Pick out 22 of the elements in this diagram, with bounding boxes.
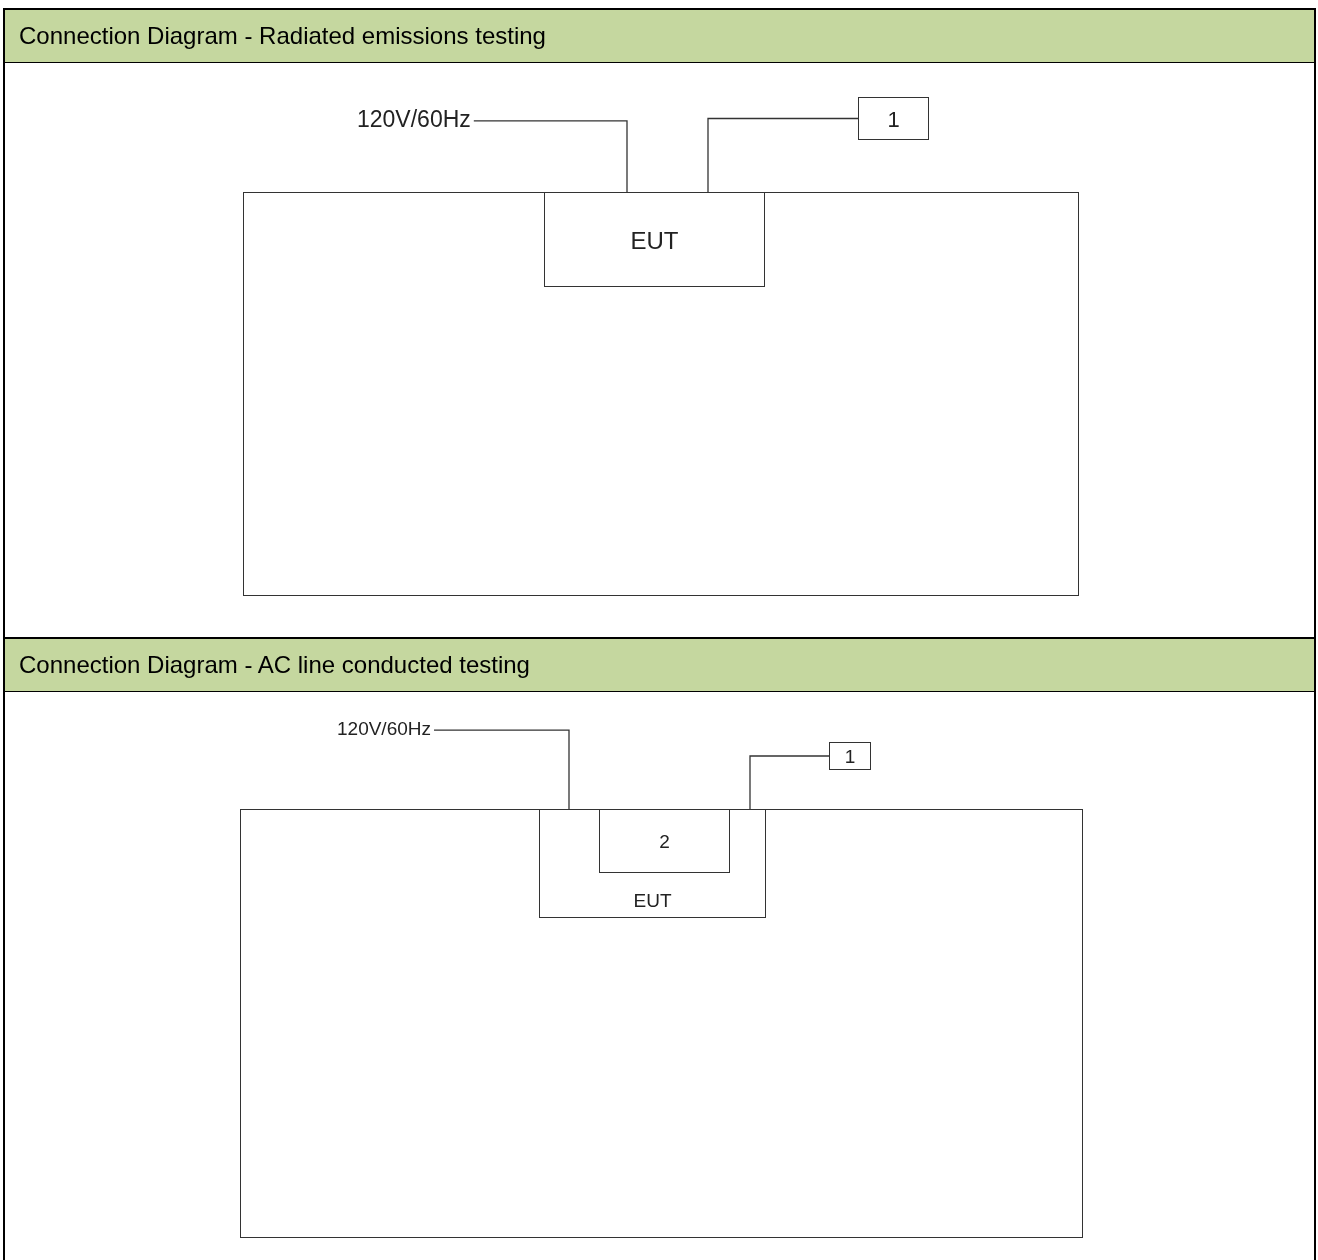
callout-box bbox=[858, 97, 929, 140]
eut-box bbox=[539, 809, 766, 918]
test-table-outline bbox=[243, 192, 1079, 596]
panel-heading: Connection Diagram - AC line conducted testing bbox=[19, 651, 530, 679]
diagram-panel bbox=[3, 8, 1316, 639]
connection-line bbox=[707, 117, 859, 193]
callout-number: 1 bbox=[886, 107, 901, 133]
supply-voltage-label: 120V/60Hz bbox=[357, 106, 471, 133]
connection-line bbox=[433, 729, 570, 810]
supply-voltage-label: 120V/60Hz bbox=[337, 718, 431, 740]
panel-heading: Connection Diagram - Radiated emissions testing bbox=[19, 22, 546, 50]
callout-number: 2 bbox=[658, 831, 671, 853]
eut-label: EUT bbox=[632, 890, 673, 912]
callout-box bbox=[829, 742, 871, 770]
connection-line bbox=[473, 120, 628, 193]
eut-box bbox=[544, 192, 765, 287]
test-table-outline bbox=[240, 809, 1083, 1238]
peripheral-box bbox=[599, 809, 730, 873]
connection-line bbox=[749, 755, 830, 810]
diagram-panel bbox=[3, 637, 1316, 1260]
callout-number: 1 bbox=[843, 746, 857, 768]
eut-label: EUT bbox=[629, 227, 680, 255]
